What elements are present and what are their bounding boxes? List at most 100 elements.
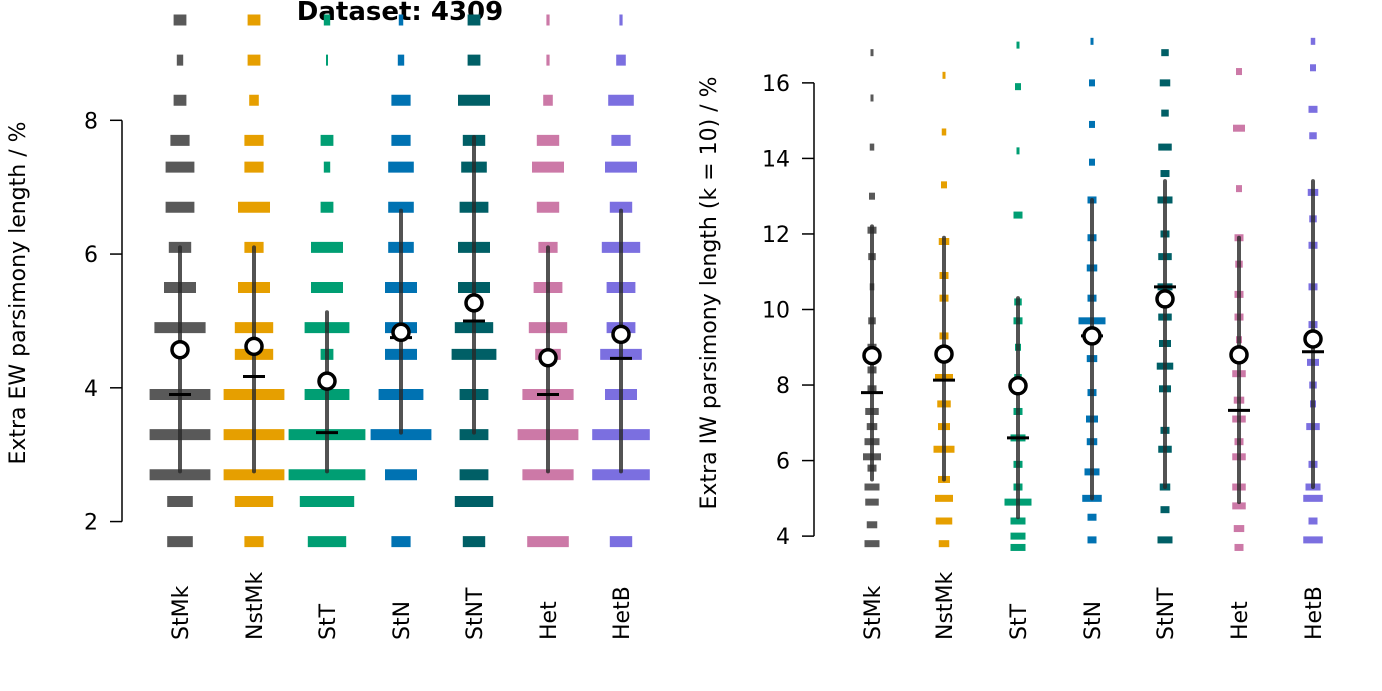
distribution-bar <box>619 14 623 26</box>
distribution-bar <box>1089 158 1095 166</box>
x-tick-label: StNT <box>463 587 488 640</box>
distribution-bar <box>1233 525 1245 533</box>
distribution-bar <box>388 161 414 173</box>
y-tick-label: 14 <box>762 147 790 172</box>
series-HetB <box>592 14 650 548</box>
distribution-bar <box>1160 506 1170 514</box>
y-tick-label: 8 <box>84 109 98 134</box>
distribution-bar <box>1157 536 1173 544</box>
distribution-bar <box>1159 79 1171 87</box>
series-StN <box>370 14 432 548</box>
distribution-bar <box>1016 147 1020 155</box>
distribution-bar <box>536 201 560 213</box>
series-Het <box>517 14 579 548</box>
series-StT <box>1004 41 1032 551</box>
distribution-bar <box>299 496 355 507</box>
distribution-bar <box>165 201 195 213</box>
distribution-bar <box>935 517 953 525</box>
x-tick-label: StT <box>1007 603 1032 640</box>
series-StMk <box>149 14 211 548</box>
distribution-bar <box>1310 64 1316 72</box>
distribution-bar <box>398 14 404 26</box>
distribution-bar <box>1089 120 1095 128</box>
distribution-bar <box>941 181 947 189</box>
y-tick-label: 6 <box>776 450 790 475</box>
distribution-bar <box>1161 49 1169 57</box>
mean-marker <box>611 324 631 345</box>
series-StNT <box>1154 49 1176 544</box>
mean-marker <box>244 336 264 357</box>
distribution-bar <box>616 54 626 66</box>
distribution-bar <box>1303 536 1323 544</box>
distribution-bar <box>532 161 564 173</box>
x-tick-label: NstMk <box>933 571 958 640</box>
distribution-bar <box>608 94 634 106</box>
distribution-bar <box>1234 543 1244 551</box>
distribution-bar <box>170 134 190 146</box>
distribution-bar <box>311 241 343 253</box>
x-tick-label: NstMk <box>243 571 268 640</box>
distribution-bar <box>391 134 411 146</box>
x-tick-label: StN <box>390 601 415 640</box>
mean-marker <box>538 347 558 368</box>
series-Het <box>1228 68 1250 551</box>
distribution-bar <box>454 496 494 507</box>
distribution-bar <box>244 134 264 146</box>
distribution-bar <box>942 71 946 79</box>
distribution-bar <box>397 54 405 66</box>
distribution-bar <box>546 54 550 66</box>
series-StNT <box>451 14 497 548</box>
distribution-bar <box>869 192 875 200</box>
distribution-bar <box>1087 513 1097 521</box>
distribution-bar <box>536 134 560 146</box>
x-tick-label: Het <box>537 601 562 640</box>
distribution-bar <box>1013 211 1023 219</box>
distribution-bar <box>611 134 631 146</box>
y-tick-label: 16 <box>762 72 790 97</box>
mean-marker <box>934 344 954 364</box>
series-NstMk <box>223 14 285 548</box>
x-tick-label: StNT <box>1154 587 1179 640</box>
distribution-bar <box>1303 494 1323 502</box>
distribution-bar <box>1233 124 1245 132</box>
mean-marker <box>1082 326 1102 346</box>
distribution-bar <box>1010 532 1026 540</box>
distribution-bar <box>247 14 261 26</box>
distribution-bar <box>173 14 187 26</box>
x-tick-label: HetB <box>1302 586 1327 640</box>
distribution-bar <box>1158 143 1172 151</box>
distribution-bar <box>938 540 950 548</box>
distribution-bar <box>527 536 569 548</box>
distribution-bar <box>522 469 574 481</box>
distribution-bar <box>592 469 650 481</box>
mean-marker <box>317 371 337 391</box>
distribution-bar <box>1308 105 1318 113</box>
mean-marker <box>391 322 411 343</box>
distribution-bar <box>1087 536 1097 544</box>
distribution-bar <box>459 469 489 481</box>
distribution-bar <box>388 201 414 213</box>
series-StMk <box>861 49 883 548</box>
distribution-bar <box>459 429 489 441</box>
mean-marker <box>1303 329 1323 349</box>
mean-marker <box>464 293 484 313</box>
series-StT <box>288 14 366 548</box>
distribution-bar <box>865 498 879 506</box>
mean-marker <box>1229 345 1249 365</box>
distribution-bar <box>1015 83 1021 91</box>
y-axis-title-ew: Extra EW parsimony length / % <box>6 121 31 464</box>
distribution-bar <box>223 469 285 481</box>
distribution-bar <box>609 201 633 213</box>
series-HetB <box>1302 37 1324 544</box>
distribution-bar <box>247 54 261 66</box>
distribution-bar <box>1090 37 1094 45</box>
distribution-bar <box>323 161 331 173</box>
y-tick-label: 8 <box>776 374 790 399</box>
distribution-bar <box>385 469 417 481</box>
x-tick-label: Het <box>1228 601 1253 640</box>
distribution-bar <box>173 94 187 106</box>
distribution-bar <box>941 128 947 136</box>
y-tick-label: 10 <box>762 298 790 323</box>
x-tick-label: StMk <box>861 585 886 640</box>
